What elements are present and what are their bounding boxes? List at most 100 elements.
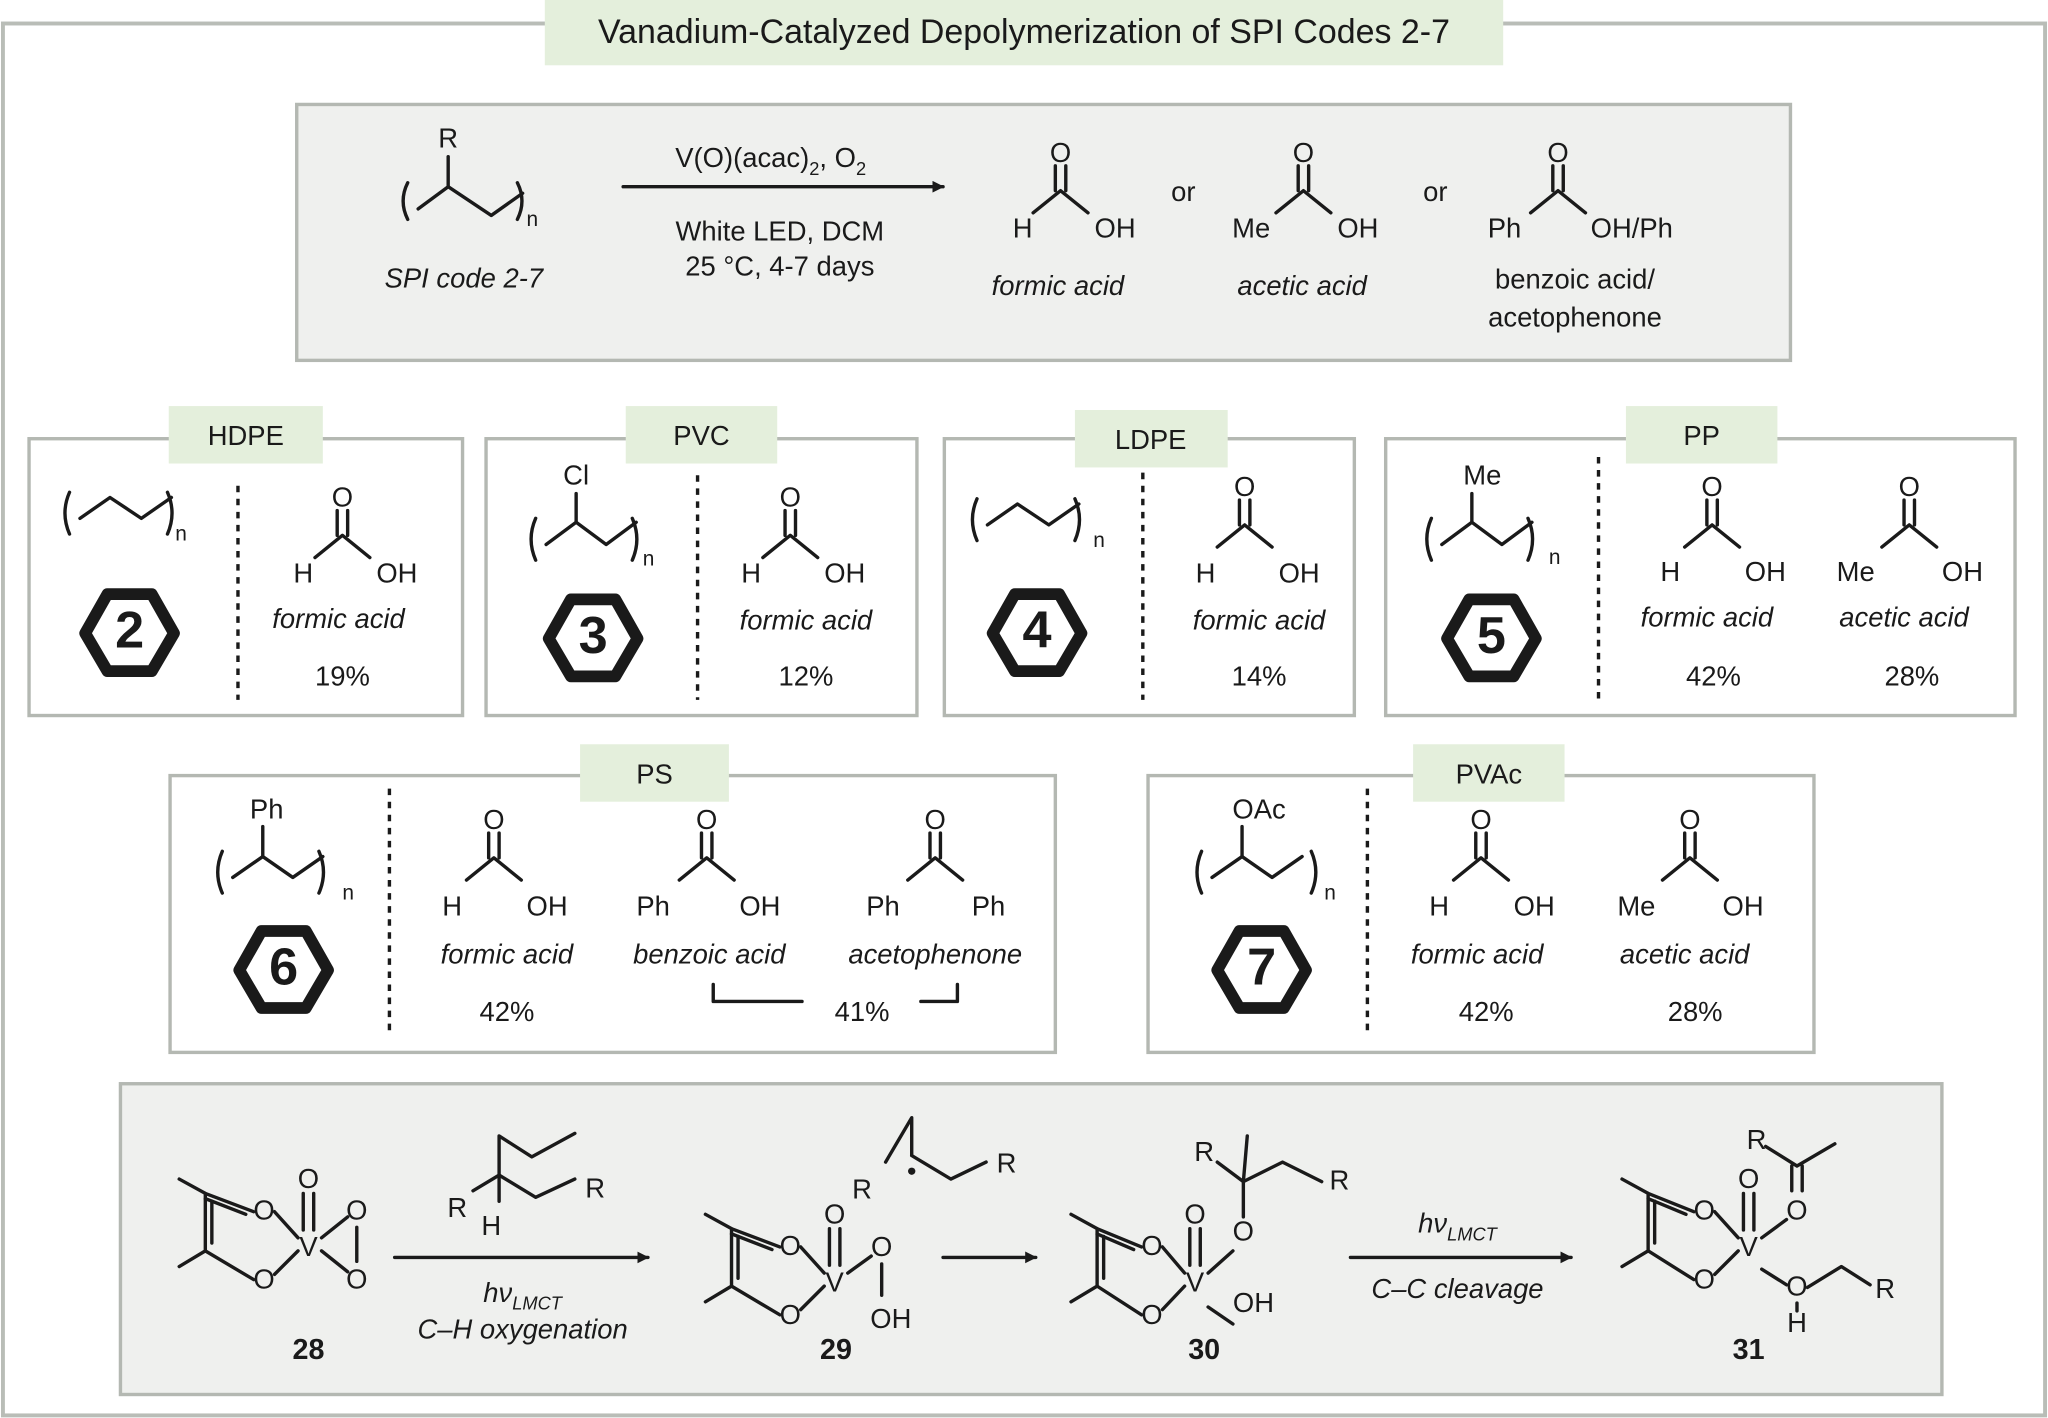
panel-ps: PS Ph n 6 O H OH formic acid 42% O Ph OH… (168, 744, 1058, 1055)
svg-text:acetic acid: acetic acid (1237, 270, 1367, 301)
reagent-catalyst: V(O)(acac)2, O2 (675, 142, 866, 179)
svg-text:OH: OH (1233, 1287, 1274, 1318)
yield: 42% (1459, 996, 1514, 1027)
svg-text:OH: OH (824, 557, 865, 588)
svg-text:H: H (1429, 890, 1449, 921)
svg-text:O: O (780, 1299, 801, 1330)
product-formic-acid: O H OH formic acid (992, 137, 1136, 301)
recycle-symbol: 5 (1447, 599, 1536, 676)
svg-text:O: O (780, 482, 801, 513)
scheme-title: Vanadium-Catalyzed Depolymerization of S… (598, 13, 1450, 51)
svg-text:H: H (741, 557, 761, 588)
polymer-name: HDPE (208, 420, 284, 451)
compound-number: 28 (292, 1334, 324, 1366)
svg-text:n: n (643, 547, 655, 570)
product-label: formic acid (740, 604, 873, 635)
yield: 28% (1884, 660, 1939, 691)
svg-text:R: R (1194, 1136, 1214, 1167)
svg-text:R: R (1875, 1273, 1895, 1304)
or-1: or (1171, 176, 1195, 207)
step-1-label: C–H oxygenation (417, 1313, 627, 1344)
svg-text:acetophenone: acetophenone (1488, 301, 1662, 332)
svg-text:n: n (1549, 546, 1561, 569)
product-benzoic-acid: O Ph OH/Ph benzoic acid/ acetophenone (1488, 137, 1673, 333)
product-label: formic acid (441, 939, 574, 970)
or-2: or (1423, 176, 1447, 207)
svg-text:O: O (1184, 1198, 1205, 1229)
svg-text:benzoic acid/: benzoic acid/ (1495, 264, 1655, 295)
svg-text:R: R (997, 1148, 1017, 1179)
svg-text:O: O (298, 1163, 319, 1194)
svg-text:Me: Me (1232, 213, 1270, 244)
panel-pvc: PVC Cl n 3 O H OH formic acid 12% (484, 406, 919, 718)
conditions-line-2: 25 °C, 4-7 days (685, 251, 874, 282)
svg-text:O: O (1233, 1215, 1254, 1246)
svg-text:O: O (1050, 137, 1071, 168)
product-label: formic acid (1641, 602, 1774, 633)
svg-text:H: H (1787, 1307, 1807, 1338)
yield: 42% (480, 996, 535, 1027)
svg-text:n: n (175, 523, 187, 546)
yield: 42% (1686, 660, 1741, 691)
generic-polymer: R n SPI code 2-7 (385, 123, 545, 294)
spi-code: 3 (579, 607, 608, 665)
svg-text:O: O (1701, 471, 1722, 502)
polymer-name: PP (1683, 420, 1720, 451)
compound-28: O O V O O O 28 (177, 1163, 367, 1366)
svg-text:V: V (1740, 1231, 1759, 1262)
svg-text:R: R (852, 1174, 872, 1205)
svg-text:Me: Me (1617, 890, 1655, 921)
polymer-name: LDPE (1115, 424, 1187, 455)
svg-text:O: O (253, 1195, 274, 1226)
svg-text:OH: OH (1723, 890, 1764, 921)
spi-code: 4 (1023, 602, 1052, 660)
svg-text:OH: OH (870, 1303, 911, 1334)
yield: 41% (835, 996, 890, 1027)
svg-text:OH: OH (1337, 213, 1378, 244)
yield: 19% (315, 660, 370, 691)
svg-text:O: O (1679, 804, 1700, 835)
svg-text:H: H (1013, 213, 1033, 244)
compound-31: O O V O O R O H R 31 (1620, 1124, 1895, 1366)
svg-text:formic acid: formic acid (992, 270, 1125, 301)
svg-text:Ph: Ph (1488, 213, 1522, 244)
reaction-arrow: V(O)(acac)2, O2 White LED, DCM 25 °C, 4-… (621, 142, 945, 282)
recycle-symbol: 2 (85, 594, 174, 671)
svg-text:O: O (253, 1264, 274, 1295)
svg-text:H: H (1660, 556, 1680, 587)
compound-number: 31 (1733, 1334, 1765, 1366)
product-label: formic acid (272, 603, 405, 634)
svg-text:O: O (1141, 1299, 1162, 1330)
svg-text:H: H (1196, 557, 1216, 588)
product-label: acetophenone (848, 939, 1022, 970)
svg-text:OH: OH (1095, 213, 1136, 244)
mechanism: O O V O O O 28 R H R hνLMCT C–H oxygenat… (118, 1082, 1944, 1397)
product-label: formic acid (1193, 604, 1326, 635)
svg-text:O: O (696, 804, 717, 835)
svg-text:O: O (1547, 137, 1568, 168)
svg-text:n: n (342, 882, 354, 905)
substituent-r: R (438, 123, 458, 154)
title-tag (544, 0, 1504, 66)
product-label: benzoic acid (633, 939, 786, 970)
step-3-condition: hνLMCT (1418, 1208, 1499, 1245)
svg-text:OH: OH (376, 557, 417, 588)
recycle-symbol: 4 (993, 594, 1082, 671)
svg-text:O: O (1470, 804, 1491, 835)
svg-text:O: O (346, 1264, 367, 1295)
svg-text:OH: OH (1745, 556, 1786, 587)
svg-text:O: O (1694, 1195, 1715, 1226)
svg-text:OH: OH (527, 890, 568, 921)
svg-text:n: n (1093, 529, 1105, 552)
svg-text:O: O (1786, 1270, 1807, 1301)
spi-code: 2 (115, 602, 144, 660)
step-3-arrow: hνLMCT C–C cleavage (1348, 1208, 1573, 1304)
svg-text:Ph: Ph (866, 890, 900, 921)
compound-29: O O V O O OH R R 29 (703, 1115, 1017, 1366)
product-acetic-acid: O Me OH acetic acid (1232, 137, 1378, 301)
svg-text:O: O (824, 1198, 845, 1229)
svg-text:O: O (1738, 1163, 1759, 1194)
substrate-label: SPI code 2-7 (385, 262, 545, 293)
svg-text:V: V (1186, 1266, 1205, 1297)
svg-text:R: R (1330, 1165, 1350, 1196)
